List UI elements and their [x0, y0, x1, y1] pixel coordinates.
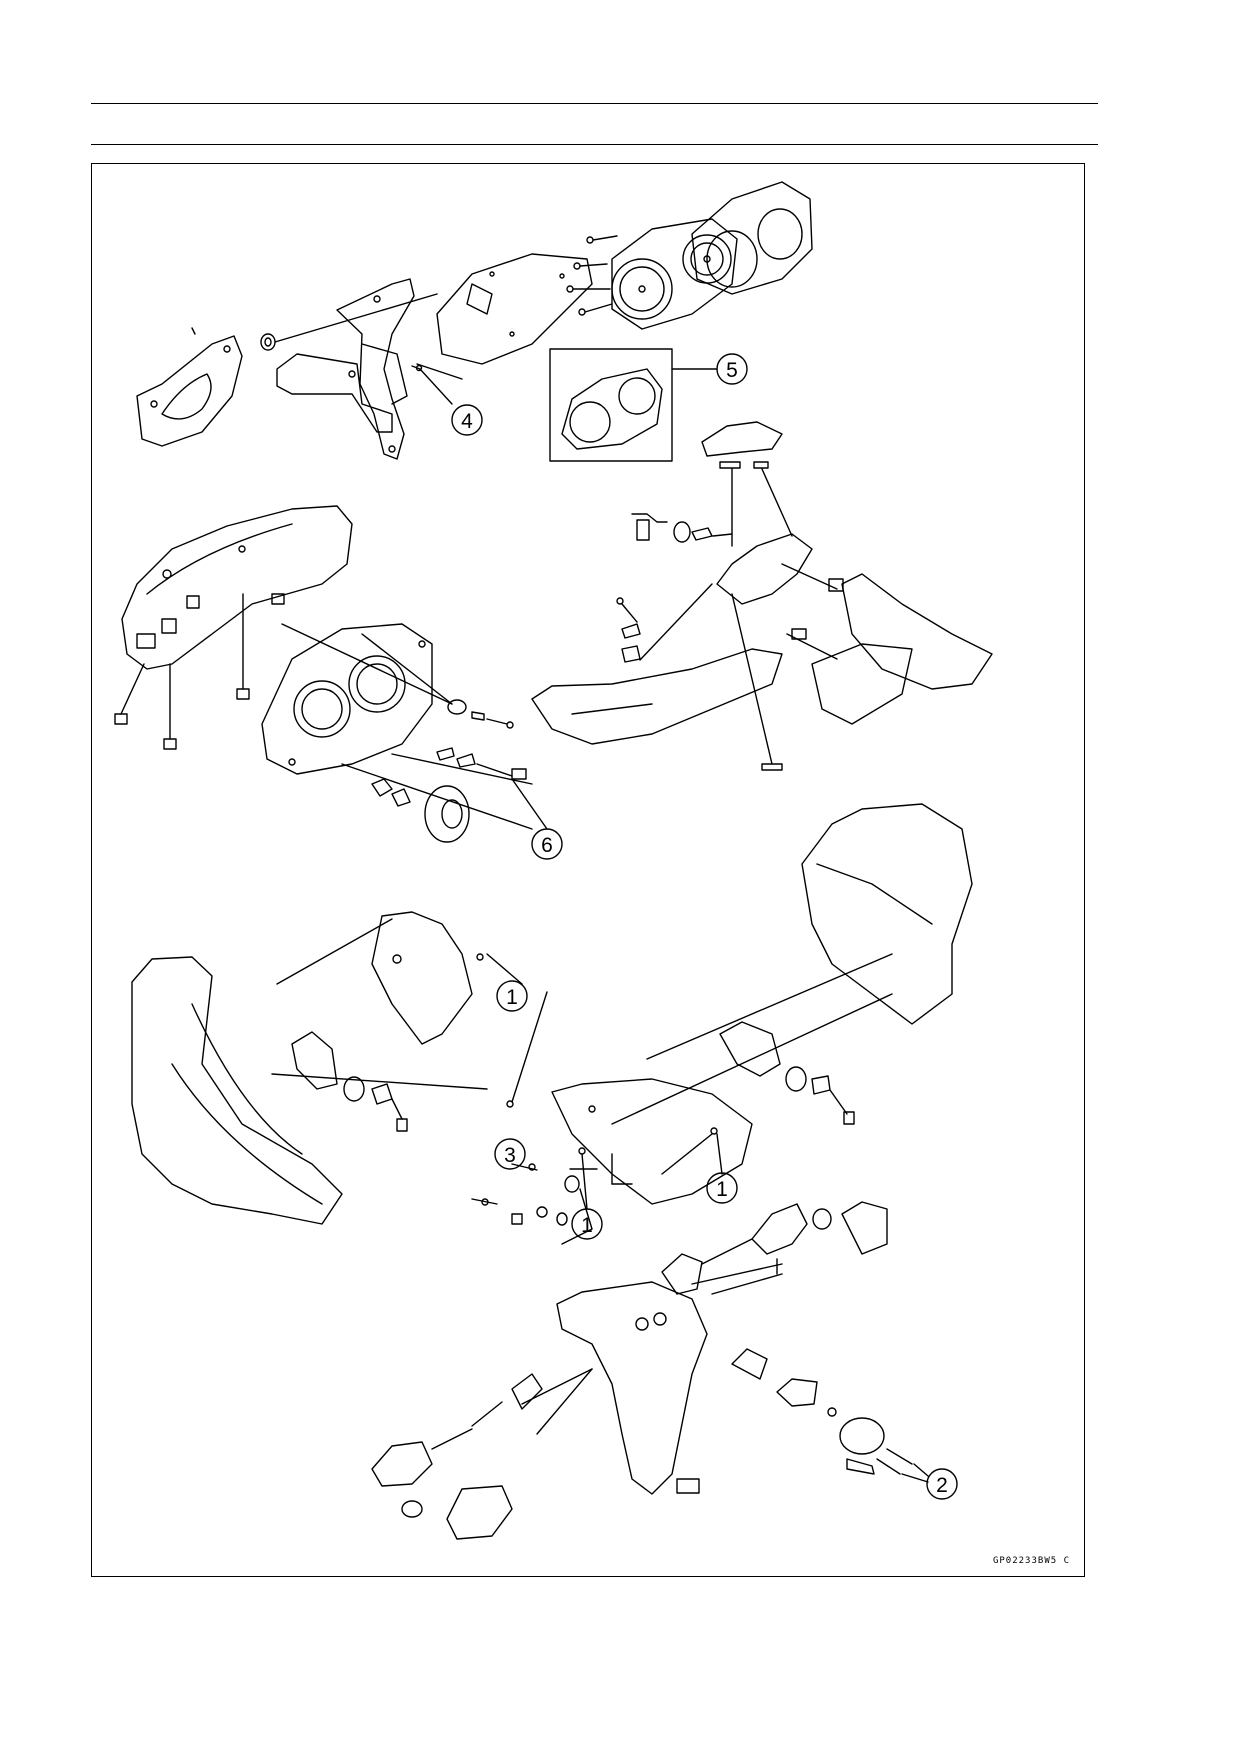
callout-label: 1: [716, 1178, 728, 1201]
callout-label: 3: [504, 1144, 516, 1167]
figure-code: GP02233BW5 C: [992, 1556, 1070, 1566]
rear-right-turn-signal: [661, 1201, 888, 1295]
left-inner-panel: [371, 911, 473, 1045]
socket-wiring: [631, 513, 733, 543]
rear-fender: [556, 1281, 708, 1495]
callout-label: 1: [506, 986, 518, 1009]
callout-label: 6: [541, 834, 553, 857]
leader-lines-meter: [274, 293, 463, 380]
callout-6: 6: [531, 828, 563, 860]
callout-2: 2: [901, 1463, 958, 1500]
callout-label: 2: [936, 1474, 948, 1497]
headlight-mount-hardware: [281, 623, 514, 729]
tail-leader-lines: [521, 1153, 783, 1435]
side-fairing-inner-right: [781, 563, 993, 725]
front-signal-leaders: [271, 918, 893, 1210]
headlight-unit: [261, 623, 433, 775]
meter-bracket: [276, 278, 415, 460]
callout-label: 5: [726, 359, 738, 382]
rear-left-turn-signal: [371, 1373, 543, 1540]
header-rule-bottom: [91, 144, 1098, 145]
callout-1-center: 1: [571, 1208, 603, 1240]
headlight-bracket: [716, 468, 813, 605]
meter-rear-cover: [436, 253, 593, 365]
exploded-diagram-frame: 1 1 1 1 2 3 4 5: [91, 163, 1085, 1577]
right-inner-panel: [551, 1078, 753, 1205]
right-turn-signal: [719, 1021, 855, 1125]
exploded-diagram: 1 1 1 1 2 3 4 5: [114, 181, 993, 1540]
bolt-collar-grommet: [616, 583, 713, 663]
fairing-clips: [114, 593, 285, 750]
upper-fairing-inner: [121, 505, 353, 670]
headlight-bulbs: [341, 747, 548, 843]
callout-3: 3: [494, 1138, 526, 1170]
callout-4: 4: [451, 404, 483, 436]
right-side-fairing: [801, 803, 973, 1025]
left-turn-signal: [291, 1031, 408, 1132]
meter-inset-box: [549, 348, 718, 462]
header-rule-top: [91, 103, 1098, 104]
air-duct-cover: [531, 593, 783, 771]
left-side-fairing: [131, 956, 343, 1225]
callout-label: 4: [461, 410, 473, 433]
meter-lens-cover: [691, 181, 813, 295]
meter-screws: [566, 235, 618, 316]
callout-5: 5: [716, 353, 748, 385]
callout-label: 1: [581, 1214, 593, 1237]
center-cover: [701, 421, 783, 469]
meter-unit-front: [611, 218, 738, 330]
screw-4: [411, 364, 453, 405]
license-light-hardware: [471, 1163, 593, 1245]
meter-cover-bracket: [136, 335, 243, 447]
rear-signal-screws-2: [731, 1348, 913, 1475]
callout-1-right: 1: [706, 1172, 738, 1204]
callout-1-upper-left: 1: [496, 980, 528, 1012]
grommet: [191, 327, 276, 351]
